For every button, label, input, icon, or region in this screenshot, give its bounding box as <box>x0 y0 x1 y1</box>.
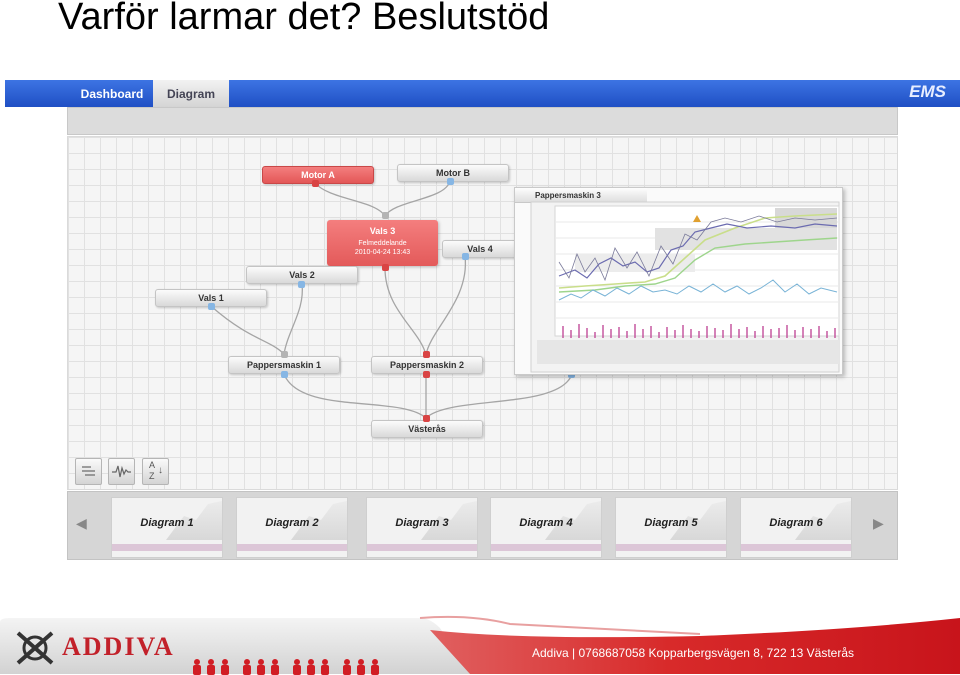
layout-icon[interactable] <box>75 458 102 485</box>
node-vasteras[interactable]: Västerås <box>371 420 483 438</box>
thumbnail-diagram-3[interactable]: Diagram 3 <box>366 497 478 558</box>
port-pappersmaskin-2-out[interactable] <box>423 371 430 378</box>
thumbnail-label: Diagram 1 <box>140 517 194 529</box>
trend-chart <box>530 201 840 373</box>
prev-arrow-icon[interactable]: ◀ <box>76 515 87 531</box>
port-pappersmaskin-1-in[interactable] <box>281 351 288 358</box>
port-vals-4[interactable] <box>462 253 469 260</box>
thumbnail-label: Diagram 6 <box>769 517 823 529</box>
thumbnail-diagram-2[interactable]: Diagram 2 <box>236 497 348 558</box>
thumbnail-label: Diagram 5 <box>644 517 698 529</box>
thumbnail-diagram-6[interactable]: Diagram 6 <box>740 497 852 558</box>
footer-banner <box>0 615 960 674</box>
sort-z-letter: Z <box>149 471 155 481</box>
trend-chart-popup[interactable]: Pappersmaskin 3 <box>514 187 843 375</box>
thumbnail-label: Diagram 3 <box>395 517 449 529</box>
port-vals-3-out[interactable] <box>382 264 389 271</box>
port-vals-3-in[interactable] <box>382 212 389 219</box>
thumbnail-bar <box>112 544 222 551</box>
thumbnail-bar <box>741 544 851 551</box>
node-vals-3[interactable]: Vals 3 Felmeddelande 2010-04-24 13:43 <box>327 220 438 266</box>
sort-arrow-icon: ↓ <box>158 465 163 476</box>
port-vasteras[interactable] <box>423 415 430 422</box>
tab-diagram[interactable]: Diagram <box>153 80 229 107</box>
thumbnail-label: Diagram 2 <box>265 517 319 529</box>
sort-az-icon[interactable]: A Z ↓ <box>142 458 169 485</box>
thumbnail-bar <box>491 544 601 551</box>
port-vals-1[interactable] <box>208 303 215 310</box>
port-vals-2[interactable] <box>298 281 305 288</box>
footer-contact-info: Addiva | 0768687058 Kopparbergsvägen 8, … <box>532 646 855 660</box>
thumbnail-bar <box>237 544 347 551</box>
thumbnail-diagram-5[interactable]: Diagram 5 <box>615 497 727 558</box>
waveform-icon[interactable] <box>108 458 135 485</box>
slide-title: Varför larmar det? Beslutstöd <box>58 0 550 38</box>
next-arrow-icon[interactable]: ▶ <box>873 515 884 531</box>
thumbnail-label: Diagram 4 <box>519 517 573 529</box>
node-vals-3-label: Vals 3 <box>369 226 396 236</box>
node-vals-3-time: 2010-04-24 13:43 <box>354 249 411 256</box>
port-motor-a[interactable] <box>312 180 319 187</box>
thumbnail-diagram-1[interactable]: Diagram 1 <box>111 497 223 558</box>
addiva-logo-icon <box>16 631 54 665</box>
port-motor-b[interactable] <box>447 178 454 185</box>
port-pappersmaskin-2-in[interactable] <box>423 351 430 358</box>
tab-dashboard[interactable]: Dashboard <box>80 87 144 101</box>
thumbnail-bar <box>367 544 477 551</box>
port-pappersmaskin-1-out[interactable] <box>281 371 288 378</box>
people-graphic <box>193 659 379 675</box>
app-brand: EMS <box>909 82 946 101</box>
node-vals-3-status: Felmeddelande <box>358 240 407 247</box>
toolbar-strip <box>67 107 898 135</box>
addiva-logo-text: ADDIVA <box>62 632 175 661</box>
node-vals-4[interactable]: Vals 4 <box>442 240 518 258</box>
thumbnail-diagram-4[interactable]: Diagram 4 <box>490 497 602 558</box>
thumbnail-bar <box>616 544 726 551</box>
sort-a-letter: A <box>149 460 156 470</box>
